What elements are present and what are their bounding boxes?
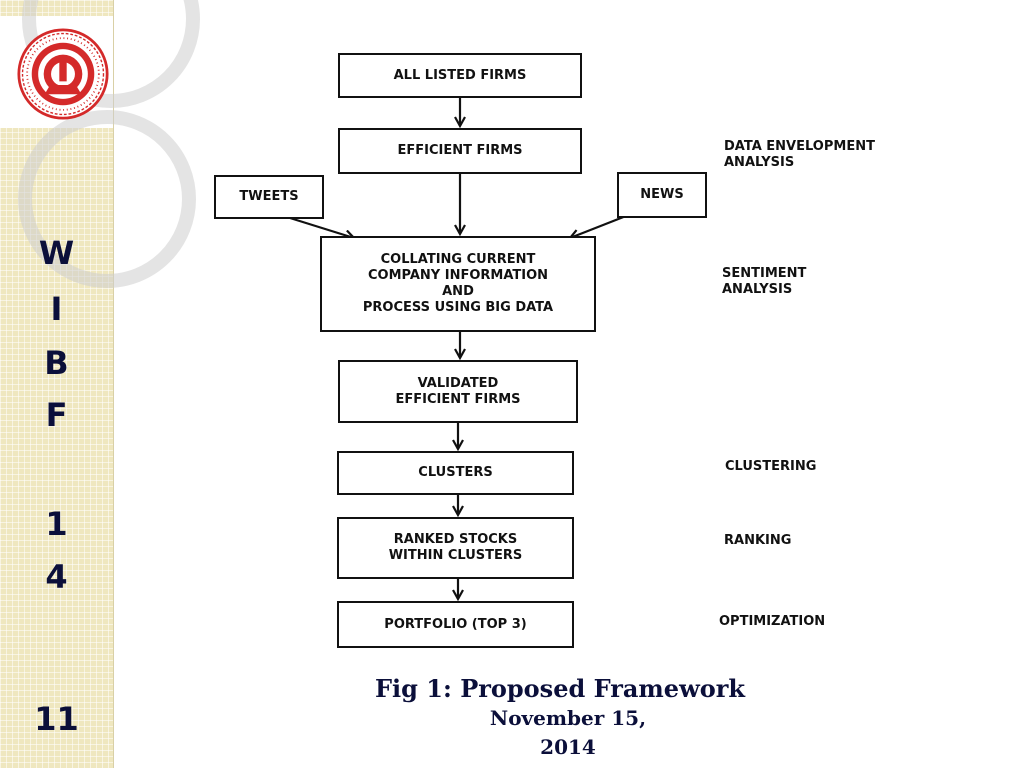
sidebar-letter-w: W [38,234,75,272]
sidebar-letter-b: B [44,344,69,382]
sidebar-letter-i: I [50,290,63,328]
arrow-tweets-to-collating [289,216,354,238]
arrow-news-to-collating [570,214,627,238]
box-collating: COLLATING CURRENT COMPANY INFORMATION AN… [320,236,596,332]
figure-caption: Fig 1: Proposed Framework [374,674,746,703]
label-ranking: RANKING [724,533,792,548]
label-optimization: OPTIMIZATION [719,614,826,629]
page-number: 11 [34,700,79,738]
label-data-envelopment-analysis: DATA ENVELOPMENT ANALYSIS [724,139,875,170]
sidebar-digit-4: 4 [45,558,68,596]
box-tweets: TWEETS [214,175,324,219]
label-sentiment-analysis: SENTIMENT ANALYSIS [722,266,807,297]
box-validated-efficient-firms: VALIDATED EFFICIENT FIRMS [338,360,578,423]
institute-logo-icon [17,28,109,120]
label-clustering: CLUSTERING [725,459,817,474]
date-line-2: 2014 [540,735,596,759]
box-ranked-stocks: RANKED STOCKS WITHIN CLUSTERS [337,517,574,579]
box-all-listed-firms: ALL LISTED FIRMS [338,53,582,98]
sidebar-digit-1: 1 [45,505,68,543]
box-portfolio: PORTFOLIO (TOP 3) [337,601,574,648]
box-efficient-firms: EFFICIENT FIRMS [338,128,582,174]
box-clusters: CLUSTERS [337,451,574,495]
sidebar-letter-f: F [45,396,68,434]
box-news: NEWS [617,172,707,218]
sidebar: W I B F 1 4 11 [0,0,200,768]
date-line-1: November 15, [489,706,647,730]
